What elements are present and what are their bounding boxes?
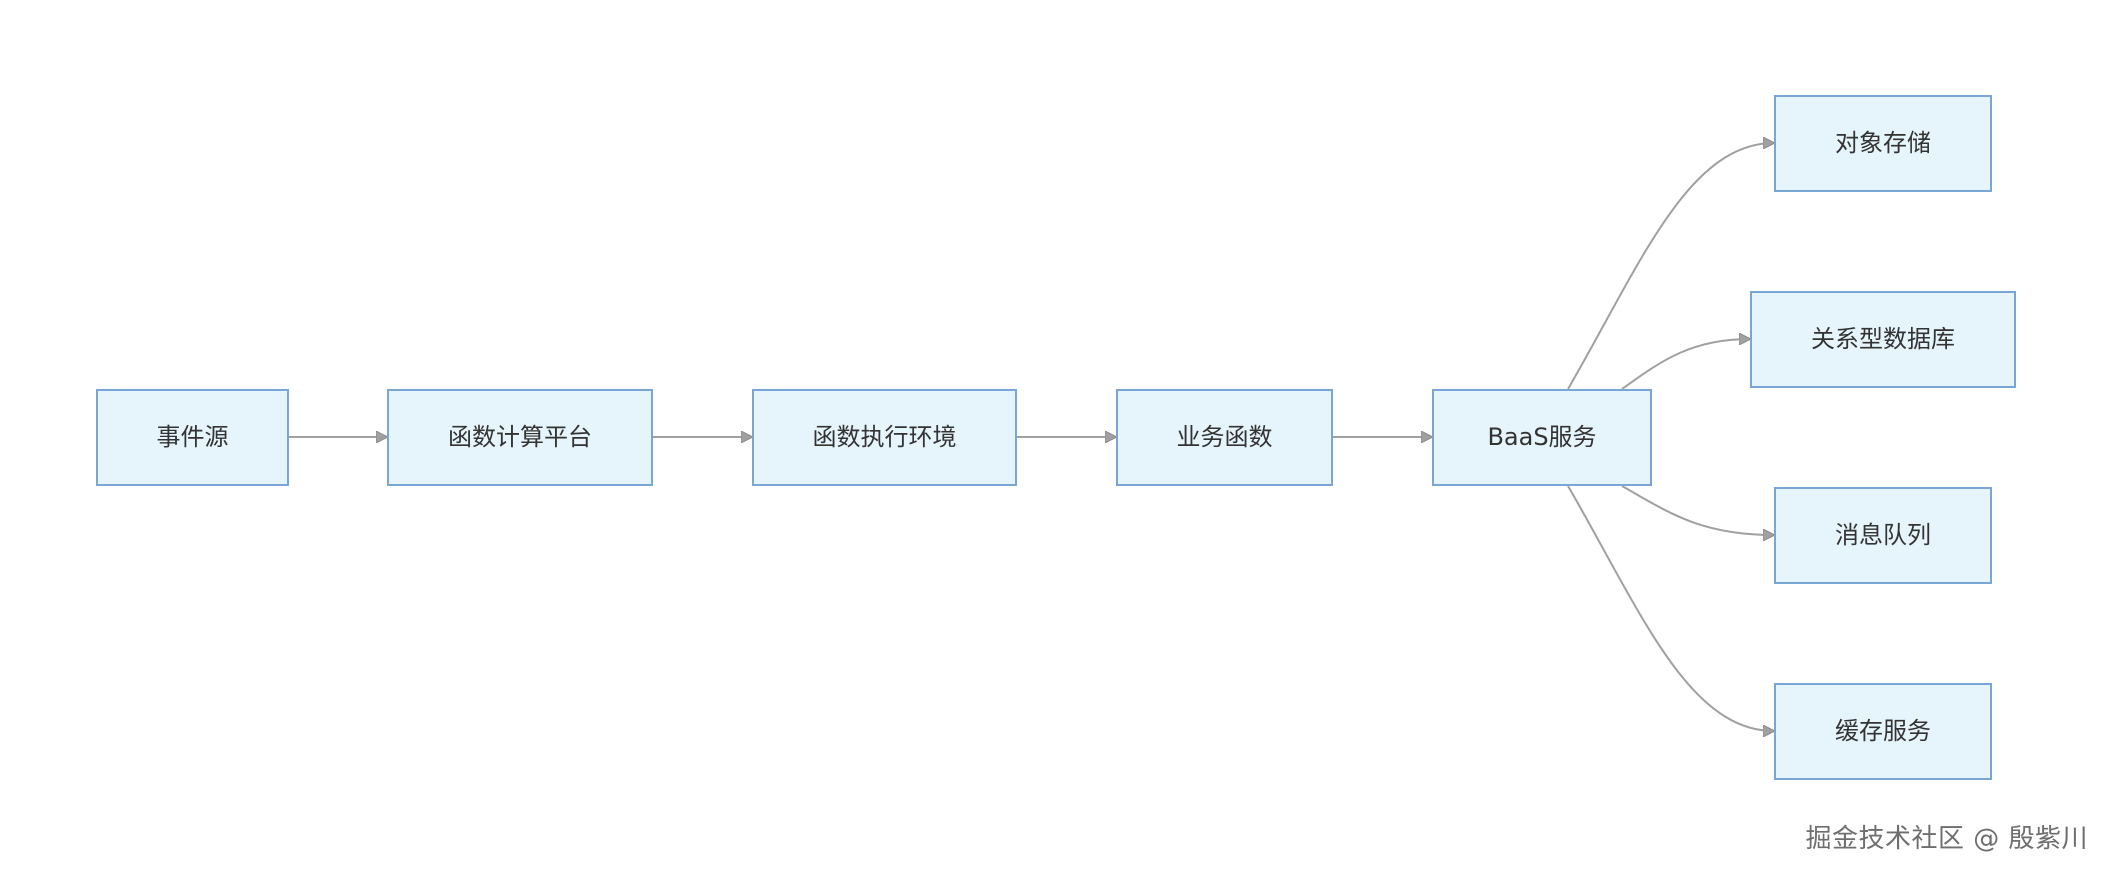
node-function-platform[interactable]: 函数计算平台 bbox=[387, 389, 653, 486]
node-business-function[interactable]: 业务函数 bbox=[1116, 389, 1333, 486]
node-object-storage[interactable]: 对象存储 bbox=[1774, 95, 1992, 192]
node-execution-env[interactable]: 函数执行环境 bbox=[752, 389, 1017, 486]
node-relational-db[interactable]: 关系型数据库 bbox=[1750, 291, 2016, 388]
node-relational-db-label: 关系型数据库 bbox=[1811, 325, 1955, 353]
nodes: 事件源 函数计算平台 函数执行环境 业务函数 BaaS服务 对象存储 关系型数据… bbox=[96, 95, 2016, 780]
node-baas-service-label: BaaS服务 bbox=[1487, 423, 1596, 451]
edge-baas-to-relational-db bbox=[1621, 339, 1750, 390]
node-business-function-label: 业务函数 bbox=[1177, 423, 1273, 451]
watermark: 掘金技术社区 @ 殷紫川 bbox=[1805, 824, 2088, 854]
edges bbox=[289, 143, 1774, 731]
node-message-queue[interactable]: 消息队列 bbox=[1774, 487, 1992, 584]
node-function-platform-label: 函数计算平台 bbox=[448, 423, 592, 451]
node-event-source-label: 事件源 bbox=[157, 423, 229, 451]
edge-baas-to-message-queue bbox=[1621, 485, 1774, 535]
edge-baas-to-object-storage bbox=[1567, 143, 1774, 390]
node-execution-env-label: 函数执行环境 bbox=[813, 423, 957, 451]
node-cache-service[interactable]: 缓存服务 bbox=[1774, 683, 1992, 780]
node-message-queue-label: 消息队列 bbox=[1835, 521, 1931, 549]
node-event-source[interactable]: 事件源 bbox=[96, 389, 289, 486]
node-cache-service-label: 缓存服务 bbox=[1835, 717, 1931, 745]
node-baas-service[interactable]: BaaS服务 bbox=[1432, 389, 1652, 486]
edge-baas-to-cache-service bbox=[1567, 485, 1774, 731]
node-object-storage-label: 对象存储 bbox=[1835, 129, 1931, 157]
